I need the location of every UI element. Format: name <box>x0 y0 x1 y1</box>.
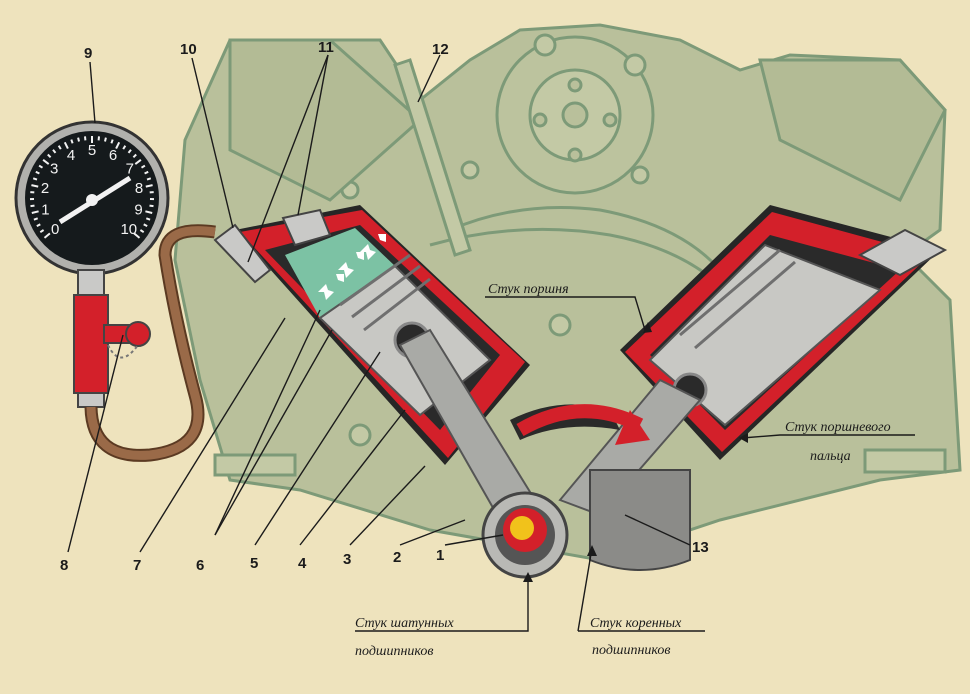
dial-tick <box>143 223 148 227</box>
caption-pin-knock-2: пальца <box>810 449 851 464</box>
dial-tick <box>31 210 39 214</box>
dial-tick <box>139 229 145 234</box>
dial-tick <box>35 170 40 175</box>
label-4: 4 <box>298 555 307 572</box>
dial-tick <box>77 137 80 142</box>
dial-tick <box>145 210 153 214</box>
chain <box>107 344 139 359</box>
dial-tick <box>36 223 41 227</box>
label-3: 3 <box>343 551 351 568</box>
engine-block-background <box>173 23 962 562</box>
label-2: 2 <box>393 549 401 566</box>
dial-tick <box>57 145 62 150</box>
caption-piston-knock: Стук поршня <box>488 282 569 297</box>
dial-number: 8 <box>135 180 143 197</box>
dial-tick <box>38 164 44 169</box>
dial-tick <box>43 232 51 239</box>
dial-number: 3 <box>50 160 58 177</box>
dial-number: 6 <box>109 147 117 164</box>
dial-number: 0 <box>51 221 59 238</box>
label-10: 10 <box>180 41 197 58</box>
dial-tick <box>63 141 69 150</box>
pressure-arrows <box>318 234 386 300</box>
label-1: 1 <box>436 547 444 564</box>
caption-main-bearing-2: подшипников <box>592 643 671 658</box>
caption-rod-bearing-2: подшипников <box>355 644 434 659</box>
dial-tick <box>42 159 50 165</box>
dial-tick <box>145 184 153 188</box>
label-8: 8 <box>60 557 68 574</box>
label-9: 9 <box>84 45 92 62</box>
dial-tick <box>149 204 154 208</box>
dial-tick <box>47 153 52 159</box>
dial-number: 2 <box>41 180 49 197</box>
label-6: 6 <box>196 557 204 574</box>
right-cylinder <box>558 205 948 517</box>
dial-tick <box>33 217 39 221</box>
dial-tick <box>144 170 149 175</box>
dial-number: 7 <box>126 160 134 177</box>
dial-tick <box>146 177 152 181</box>
dial-tick <box>132 153 137 159</box>
label-7: 7 <box>133 557 141 574</box>
dial-tick <box>127 149 132 154</box>
gauge-valve-body <box>73 294 109 394</box>
dial-tick <box>32 177 38 181</box>
dial-number: 4 <box>67 147 75 164</box>
dial-tick <box>122 145 127 150</box>
caption-main-bearing-1: Стук коренных <box>590 616 682 631</box>
dial-tick <box>133 232 141 239</box>
dial-number: 5 <box>88 142 96 159</box>
label-11: 11 <box>318 39 334 56</box>
caption-rod-bearing-1: Стук шатунных <box>355 616 454 631</box>
dial-tick <box>70 139 74 144</box>
label-5: 5 <box>250 555 258 572</box>
leader-lines <box>67 54 915 632</box>
dial-number: 1 <box>41 202 49 219</box>
dial-number: 10 <box>120 221 137 238</box>
dial-tick <box>110 139 114 144</box>
label-13: 13 <box>692 539 709 556</box>
dial-tick <box>31 184 39 188</box>
dial-tick <box>52 149 57 154</box>
dial-tick <box>140 164 146 169</box>
dial-tick <box>104 137 107 142</box>
dial-tick <box>134 159 142 165</box>
caption-pin-knock-1: Стук поршневого <box>785 420 891 435</box>
dial-tick <box>39 229 45 234</box>
label-12: 12 <box>432 41 449 58</box>
crankshaft <box>481 404 691 579</box>
rotation-arrow-head <box>615 410 650 445</box>
dial-tick <box>145 217 151 221</box>
dial-tick <box>115 141 121 150</box>
dial-number: 9 <box>134 202 142 219</box>
dial-tick <box>30 204 35 208</box>
